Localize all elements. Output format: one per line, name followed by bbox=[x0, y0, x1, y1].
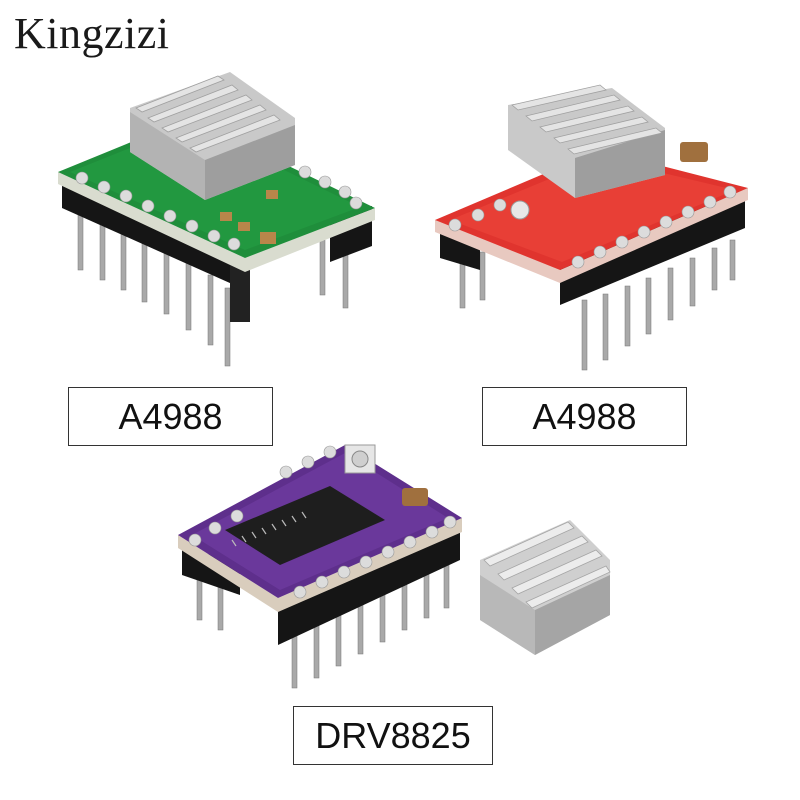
brand-watermark: Kingzizi bbox=[14, 9, 170, 58]
a4988-red-module bbox=[435, 84, 748, 371]
heatsink bbox=[480, 520, 611, 655]
a4988-green-module bbox=[58, 72, 375, 367]
label-a4988-red: A4988 bbox=[482, 387, 687, 446]
label-a4988-green: A4988 bbox=[68, 387, 273, 446]
label-drv8825: DRV8825 bbox=[293, 706, 493, 765]
drv8825-purple-module bbox=[178, 444, 462, 689]
